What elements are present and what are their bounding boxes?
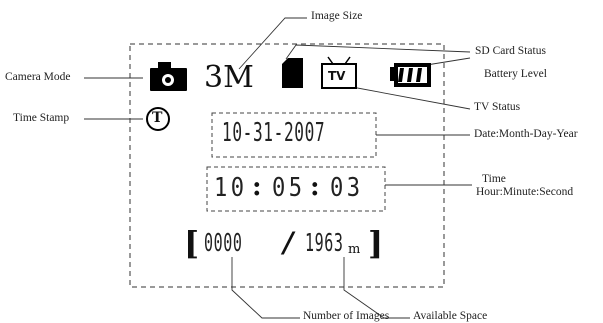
battery-icon [390,63,431,87]
tv-text: TV [328,69,346,83]
label-time-stamp: Time Stamp [13,112,70,124]
label-available-space: Available Space [413,310,488,322]
time-stamp-glyph: T [152,110,163,126]
image-count: 0000 [204,228,243,257]
space-count: 1963 [305,228,344,257]
leader-sd-card [285,44,471,60]
tv-icon [321,56,357,89]
bracket-open: [ [184,224,200,262]
label-image-size: Image Size [311,10,363,22]
label-time-format: Hour:Minute:Second [476,186,574,198]
lcd-screen-outline [129,43,445,288]
sd-card-icon [282,58,303,88]
time-minutes: 05 [272,173,306,203]
image-size-value: 3M [204,60,254,95]
label-date-format: Date:Month-Day-Year [474,128,578,140]
time-seconds: 03 [330,173,364,203]
space-unit: m [348,242,361,257]
time-box [206,166,386,212]
date-value: 10-31-2007 [222,118,326,148]
camera-icon [150,62,187,91]
label-number-of-images: Number of Images [303,310,390,322]
label-sd-card-status: SD Card Status [475,45,546,57]
time-colon-1: : [252,172,262,202]
time-stamp-icon [146,107,170,131]
time-colon-2: : [310,172,320,202]
bracket-close: ] [368,224,384,262]
label-camera-mode: Camera Mode [5,71,71,83]
label-time-title: Time [482,173,506,185]
leader-number-of-images [231,257,300,319]
leader-image-size [238,17,307,70]
label-battery-level: Battery Level [484,68,547,80]
time-hours: 10 [214,173,248,203]
label-tv-status: TV Status [474,101,521,113]
count-divider: / [283,226,294,259]
leader-tv-status [351,86,471,110]
leader-available-space [343,257,410,319]
